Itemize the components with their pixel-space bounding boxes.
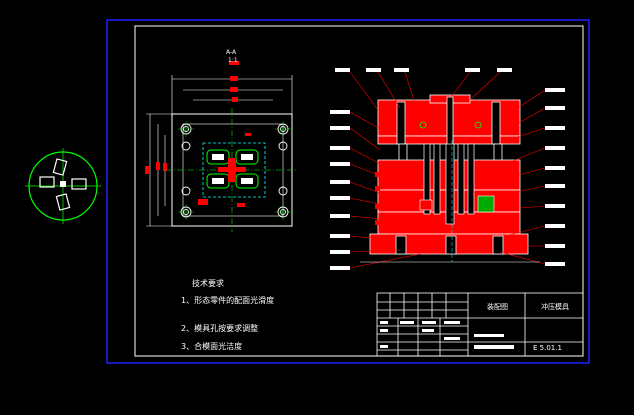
notes-title: 技术要求 — [192, 279, 224, 288]
titleblock-right-label: 冲压模具 — [541, 303, 569, 311]
section-mark-label: A-A — [226, 49, 237, 56]
note-3: 3、合模面光洁度 — [181, 342, 243, 351]
scale-label: 1:1 — [228, 57, 238, 64]
drawing-number: E 5.01.1 — [533, 344, 562, 352]
title-block — [376, 292, 584, 357]
plan-view — [145, 61, 298, 232]
blank-detail-view — [25, 148, 101, 224]
outer-frame — [106, 19, 590, 364]
note-2: 2、模具孔按要求调整 — [181, 324, 259, 333]
section-view — [330, 68, 565, 270]
titleblock-center-label: 装配图 — [487, 303, 508, 311]
note-1: 1、形态零件的配面光滑度 — [181, 296, 275, 305]
inner-frame — [134, 25, 584, 357]
